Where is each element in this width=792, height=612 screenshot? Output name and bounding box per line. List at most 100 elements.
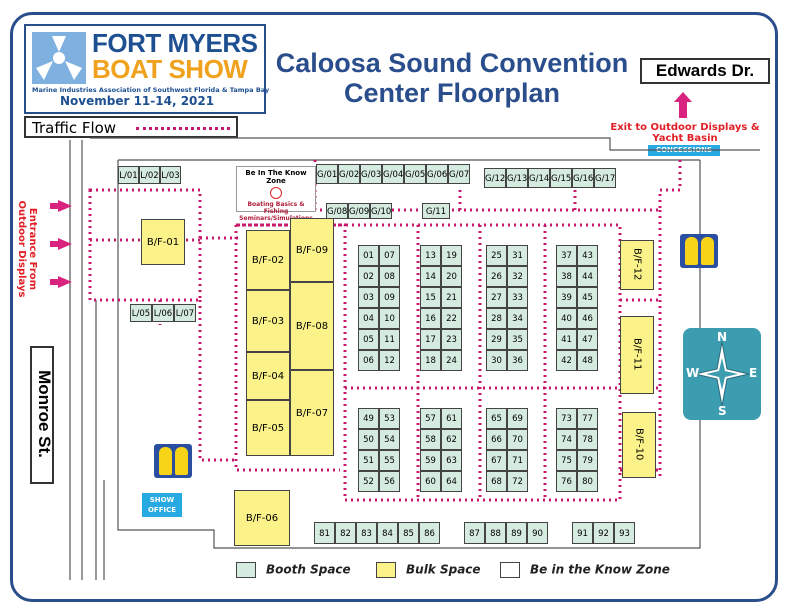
booth-86[interactable]: 86 — [419, 522, 440, 544]
booth-g-08[interactable]: G/08 — [326, 203, 348, 219]
booth-g-13[interactable]: G/13 — [506, 168, 528, 188]
booth-12[interactable]: 12 — [379, 350, 400, 371]
booth-g-15[interactable]: G/15 — [550, 168, 572, 188]
booth-61[interactable]: 61 — [441, 408, 462, 429]
booth-51[interactable]: 51 — [358, 450, 379, 471]
booth-73[interactable]: 73 — [556, 408, 577, 429]
booth-57[interactable]: 57 — [420, 408, 441, 429]
booth-52[interactable]: 52 — [358, 471, 379, 492]
booth-92[interactable]: 92 — [593, 522, 614, 544]
booth-g-05[interactable]: G/05 — [404, 164, 426, 184]
bulk-bf-12[interactable]: B/F-12 — [620, 240, 654, 290]
booth-06[interactable]: 06 — [358, 350, 379, 371]
booth-82[interactable]: 82 — [335, 522, 356, 544]
booth-32[interactable]: 32 — [507, 266, 528, 287]
booth-07[interactable]: 07 — [379, 245, 400, 266]
booth-47[interactable]: 47 — [577, 329, 598, 350]
booth-70[interactable]: 70 — [507, 429, 528, 450]
booth-35[interactable]: 35 — [507, 329, 528, 350]
booth-g-17[interactable]: G/17 — [594, 168, 616, 188]
booth-81[interactable]: 81 — [314, 522, 335, 544]
booth-44[interactable]: 44 — [577, 266, 598, 287]
booth-l-06[interactable]: L/06 — [152, 304, 174, 322]
booth-36[interactable]: 36 — [507, 350, 528, 371]
know-zone-box[interactable]: Be In The Know Zone Boating Basics & Fis… — [236, 166, 316, 222]
booth-42[interactable]: 42 — [556, 350, 577, 371]
booth-10[interactable]: 10 — [379, 308, 400, 329]
booth-91[interactable]: 91 — [572, 522, 593, 544]
booth-69[interactable]: 69 — [507, 408, 528, 429]
booth-g-09[interactable]: G/09 — [348, 203, 370, 219]
booth-26[interactable]: 26 — [486, 266, 507, 287]
booth-59[interactable]: 59 — [420, 450, 441, 471]
booth-41[interactable]: 41 — [556, 329, 577, 350]
booth-34[interactable]: 34 — [507, 308, 528, 329]
booth-68[interactable]: 68 — [486, 471, 507, 492]
booth-90[interactable]: 90 — [527, 522, 548, 544]
booth-72[interactable]: 72 — [507, 471, 528, 492]
bulk-bf-09[interactable]: B/F-09 — [290, 218, 334, 282]
booth-45[interactable]: 45 — [577, 287, 598, 308]
booth-71[interactable]: 71 — [507, 450, 528, 471]
bulk-bf-01[interactable]: B/F-01 — [141, 219, 185, 265]
booth-85[interactable]: 85 — [398, 522, 419, 544]
booth-55[interactable]: 55 — [379, 450, 400, 471]
booth-38[interactable]: 38 — [556, 266, 577, 287]
booth-22[interactable]: 22 — [441, 308, 462, 329]
booth-64[interactable]: 64 — [441, 471, 462, 492]
booth-67[interactable]: 67 — [486, 450, 507, 471]
booth-21[interactable]: 21 — [441, 287, 462, 308]
booth-76[interactable]: 76 — [556, 471, 577, 492]
bulk-bf-07[interactable]: B/F-07 — [290, 370, 334, 456]
booth-29[interactable]: 29 — [486, 329, 507, 350]
booth-01[interactable]: 01 — [358, 245, 379, 266]
booth-g-14[interactable]: G/14 — [528, 168, 550, 188]
booth-89[interactable]: 89 — [506, 522, 527, 544]
bulk-bf-05[interactable]: B/F-05 — [246, 400, 290, 456]
booth-g-03[interactable]: G/03 — [360, 164, 382, 184]
booth-37[interactable]: 37 — [556, 245, 577, 266]
booth-17[interactable]: 17 — [420, 329, 441, 350]
booth-04[interactable]: 04 — [358, 308, 379, 329]
booth-g-06[interactable]: G/06 — [426, 164, 448, 184]
booth-15[interactable]: 15 — [420, 287, 441, 308]
booth-16[interactable]: 16 — [420, 308, 441, 329]
booth-20[interactable]: 20 — [441, 266, 462, 287]
booth-05[interactable]: 05 — [358, 329, 379, 350]
booth-28[interactable]: 28 — [486, 308, 507, 329]
booth-75[interactable]: 75 — [556, 450, 577, 471]
booth-84[interactable]: 84 — [377, 522, 398, 544]
booth-08[interactable]: 08 — [379, 266, 400, 287]
booth-88[interactable]: 88 — [485, 522, 506, 544]
bulk-bf-03[interactable]: B/F-03 — [246, 290, 290, 352]
booth-30[interactable]: 30 — [486, 350, 507, 371]
booth-80[interactable]: 80 — [577, 471, 598, 492]
booth-49[interactable]: 49 — [358, 408, 379, 429]
bulk-bf-04[interactable]: B/F-04 — [246, 352, 290, 400]
booth-13[interactable]: 13 — [420, 245, 441, 266]
booth-66[interactable]: 66 — [486, 429, 507, 450]
bulk-bf-10[interactable]: B/F-10 — [622, 412, 656, 478]
booth-50[interactable]: 50 — [358, 429, 379, 450]
booth-74[interactable]: 74 — [556, 429, 577, 450]
booth-g-10[interactable]: G/10 — [370, 203, 392, 219]
booth-l-01[interactable]: L/01 — [118, 166, 139, 184]
booth-56[interactable]: 56 — [379, 471, 400, 492]
booth-g-12[interactable]: G/12 — [484, 168, 506, 188]
booth-83[interactable]: 83 — [356, 522, 377, 544]
booth-87[interactable]: 87 — [464, 522, 485, 544]
booth-93[interactable]: 93 — [614, 522, 635, 544]
booth-65[interactable]: 65 — [486, 408, 507, 429]
bulk-bf-06[interactable]: B/F-06 — [234, 490, 290, 546]
booth-79[interactable]: 79 — [577, 450, 598, 471]
booth-g-16[interactable]: G/16 — [572, 168, 594, 188]
booth-24[interactable]: 24 — [441, 350, 462, 371]
booth-18[interactable]: 18 — [420, 350, 441, 371]
booth-31[interactable]: 31 — [507, 245, 528, 266]
bulk-bf-08[interactable]: B/F-08 — [290, 282, 334, 370]
booth-19[interactable]: 19 — [441, 245, 462, 266]
bulk-bf-11[interactable]: B/F-11 — [620, 316, 654, 394]
booth-58[interactable]: 58 — [420, 429, 441, 450]
booth-77[interactable]: 77 — [577, 408, 598, 429]
booth-l-02[interactable]: L/02 — [139, 166, 160, 184]
